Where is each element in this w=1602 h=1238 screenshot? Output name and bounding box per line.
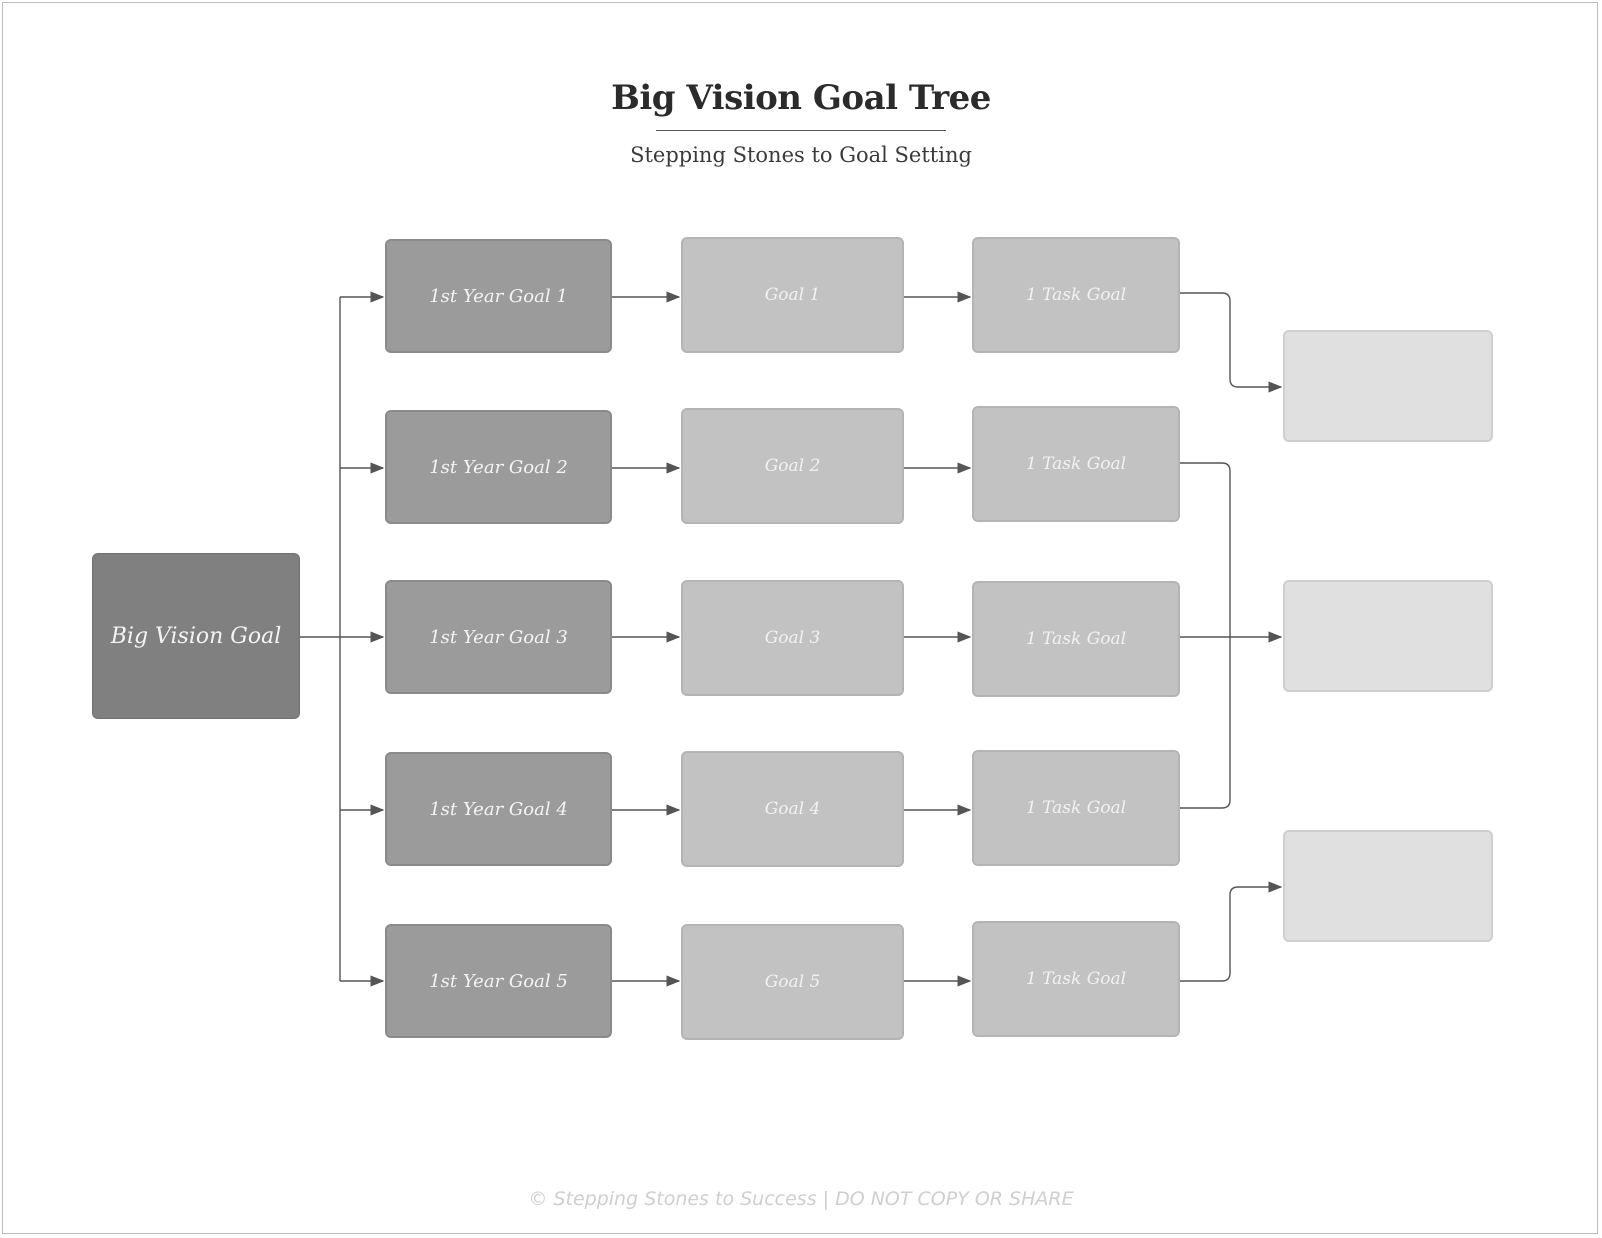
- goal-label: Goal 2: [764, 456, 821, 476]
- task-goal-label: 1 Task Goal: [1025, 629, 1127, 649]
- first-year-goal-node: 1st Year Goal 3: [385, 580, 612, 694]
- goal-label: Goal 5: [764, 972, 821, 992]
- first-year-goal-label: 1st Year Goal 2: [429, 456, 568, 478]
- copyright-footer: © Stepping Stones to Success | DO NOT CO…: [528, 1188, 1074, 1210]
- outcome-node: [1283, 330, 1493, 442]
- goal-label: Goal 4: [764, 799, 821, 819]
- task-goal-node: 1 Task Goal: [972, 750, 1180, 866]
- title-underline: [656, 130, 946, 131]
- goal-node: Goal 5: [681, 924, 904, 1040]
- big-vision-goal-node: Big Vision Goal: [92, 553, 300, 719]
- task-goal-label: 1 Task Goal: [1025, 454, 1127, 474]
- goal-node: Goal 1: [681, 237, 904, 353]
- first-year-goal-node: 1st Year Goal 2: [385, 410, 612, 524]
- first-year-goal-label: 1st Year Goal 3: [429, 626, 568, 648]
- task-goal-label: 1 Task Goal: [1025, 969, 1127, 989]
- first-year-goal-label: 1st Year Goal 1: [429, 285, 568, 307]
- goal-node: Goal 3: [681, 580, 904, 696]
- first-year-goal-node: 1st Year Goal 1: [385, 239, 612, 353]
- goal-label: Goal 1: [764, 285, 821, 305]
- task-goal-node: 1 Task Goal: [972, 406, 1180, 522]
- task-goal-node: 1 Task Goal: [972, 237, 1180, 353]
- goal-node: Goal 2: [681, 408, 904, 524]
- big-vision-goal-label: Big Vision Goal: [110, 623, 282, 649]
- page-subtitle: Stepping Stones to Goal Setting: [630, 143, 972, 167]
- first-year-goal-node: 1st Year Goal 4: [385, 752, 612, 866]
- task-goal-node: 1 Task Goal: [972, 921, 1180, 1037]
- task-goal-label: 1 Task Goal: [1025, 285, 1127, 305]
- first-year-goal-node: 1st Year Goal 5: [385, 924, 612, 1038]
- first-year-goal-label: 1st Year Goal 4: [429, 798, 568, 820]
- outcome-node: [1283, 830, 1493, 942]
- task-goal-node: 1 Task Goal: [972, 581, 1180, 697]
- goal-label: Goal 3: [764, 628, 821, 648]
- task-goal-label: 1 Task Goal: [1025, 798, 1127, 818]
- page-title: Big Vision Goal Tree: [611, 78, 991, 118]
- outcome-node: [1283, 580, 1493, 692]
- goal-node: Goal 4: [681, 751, 904, 867]
- first-year-goal-label: 1st Year Goal 5: [429, 970, 568, 992]
